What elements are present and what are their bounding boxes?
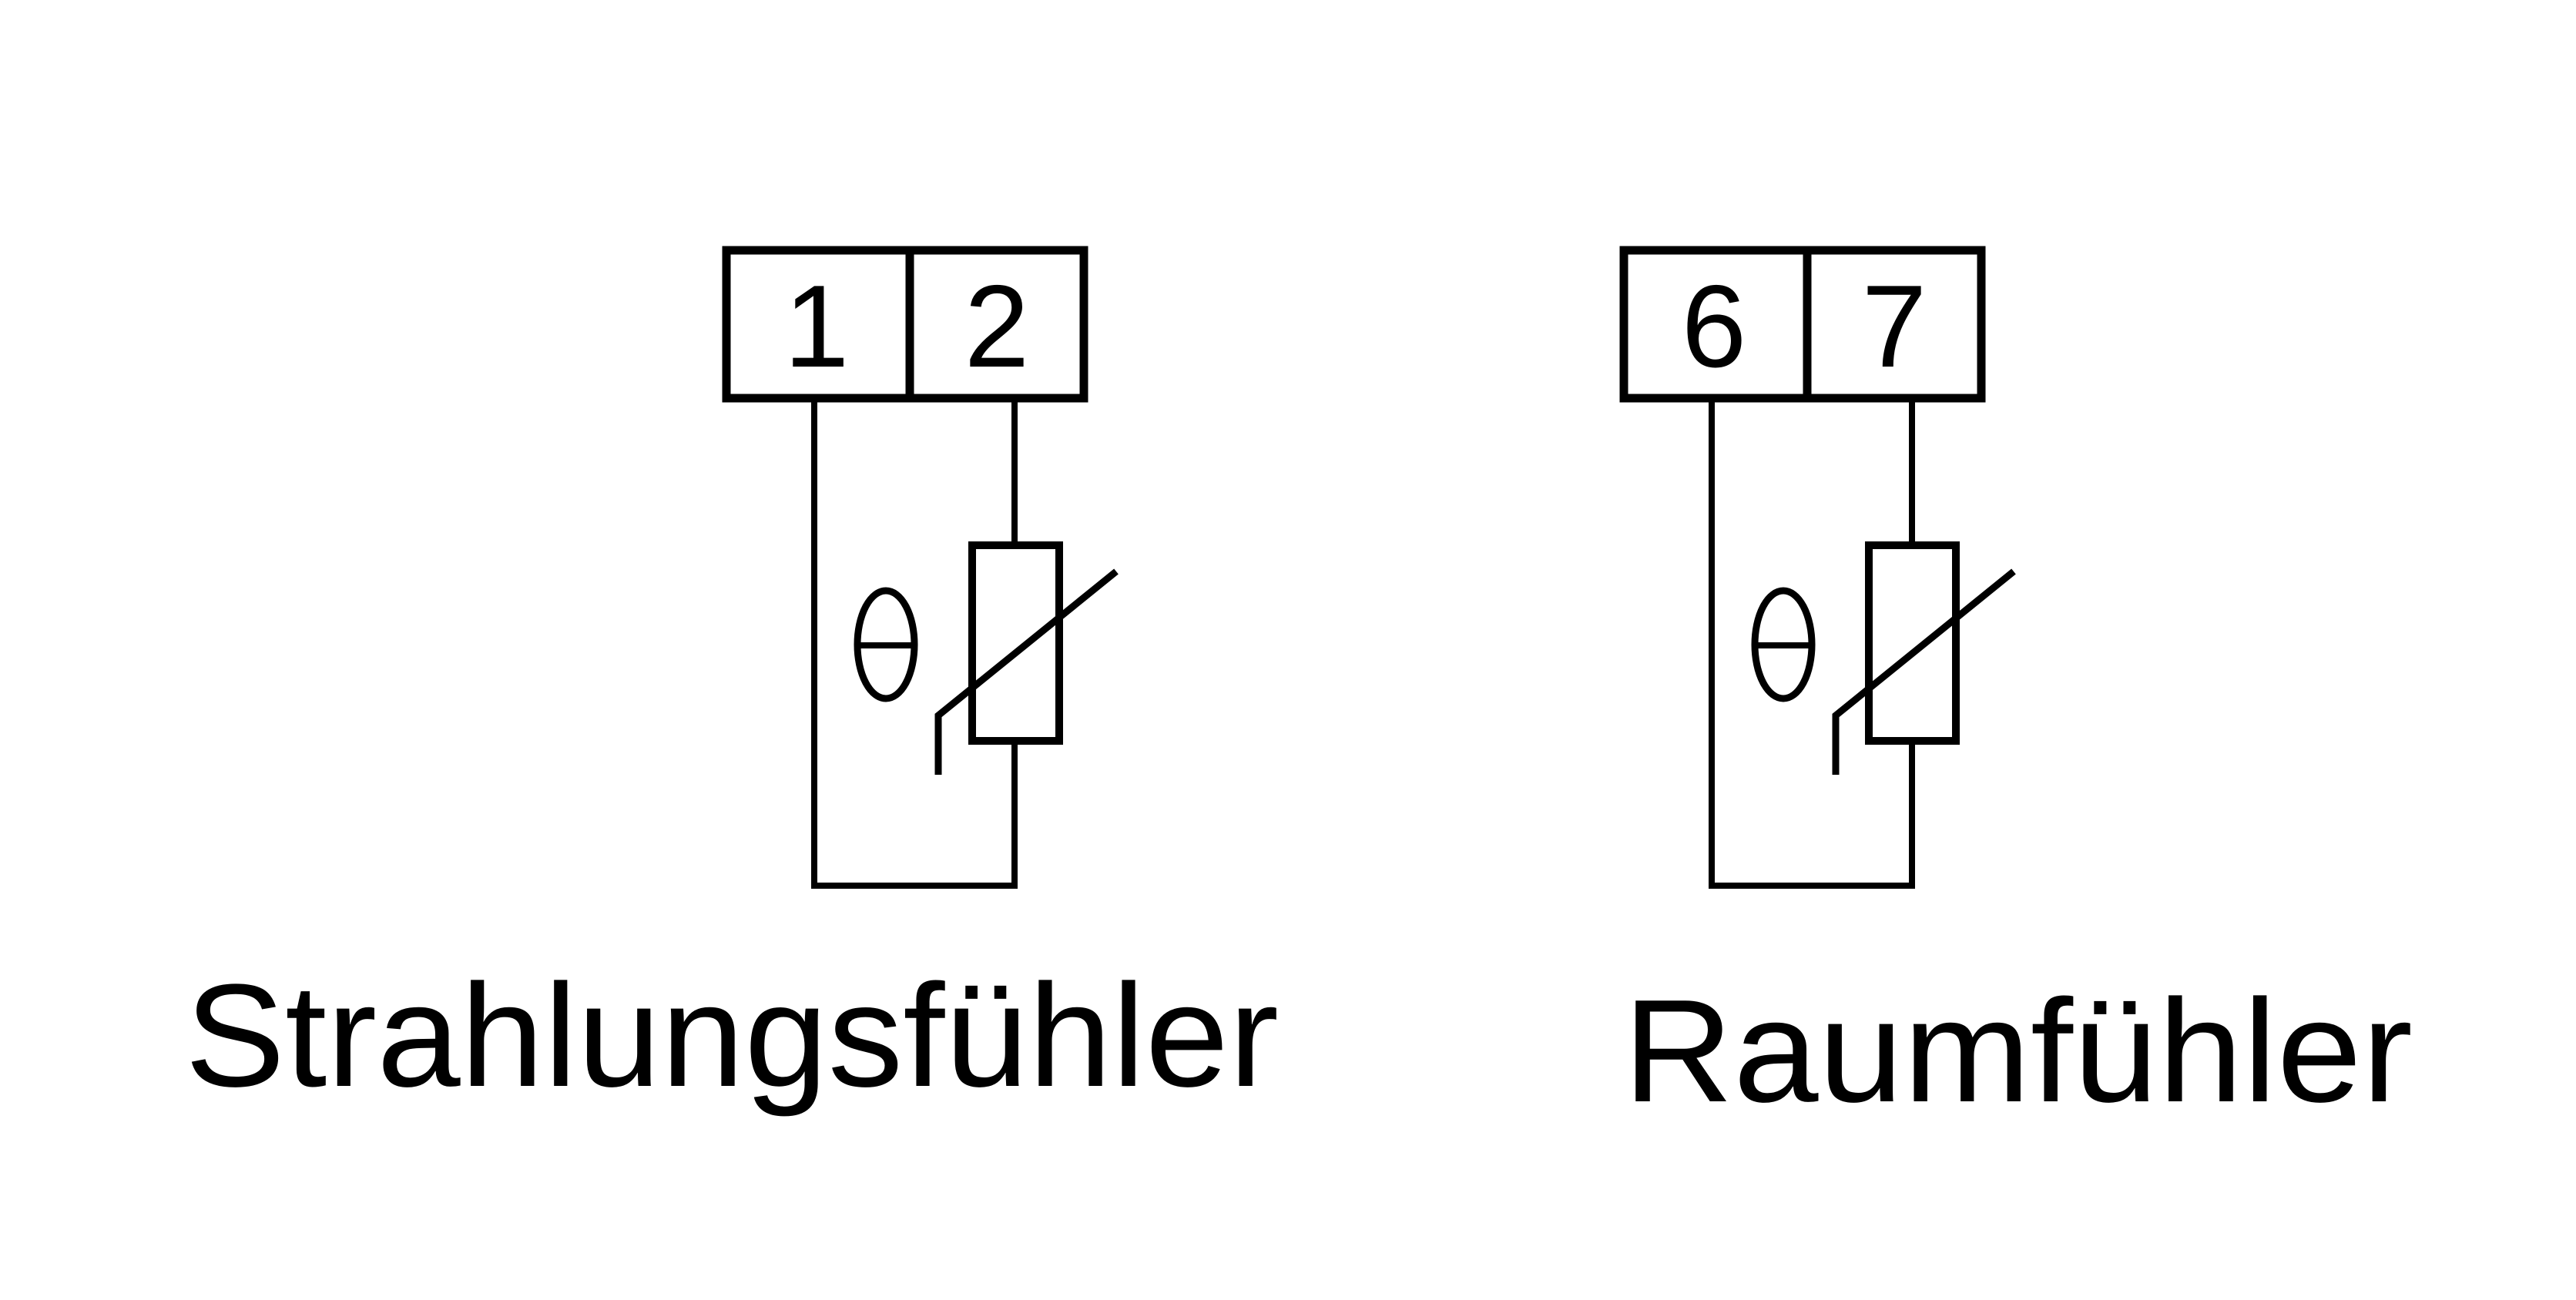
theta-icon xyxy=(854,587,918,702)
strahlungsfuehler-circuit: 1 2 Strahlungsfühler xyxy=(185,246,1279,1117)
thermistor-body xyxy=(968,541,1063,745)
thermistor-symbol xyxy=(1832,541,2016,775)
sensor-wire-loop xyxy=(811,398,1018,889)
sensor-label: Strahlungsfühler xyxy=(185,954,1279,1117)
theta-icon xyxy=(1751,587,1816,702)
terminal-block xyxy=(1619,246,1986,403)
terminal-number-1: 1 xyxy=(784,261,850,392)
thermistor-diagonal-icon xyxy=(1832,568,2016,775)
terminal-block xyxy=(722,246,1088,403)
terminal-number-7: 7 xyxy=(1862,261,1927,392)
sensor-wire-loop xyxy=(1709,398,1915,889)
terminal-number-2: 2 xyxy=(964,261,1030,392)
thermistor-diagonal-icon xyxy=(934,568,1119,775)
raumfuehler-circuit: 6 7 Raumfühler xyxy=(1619,246,2413,1133)
thermistor-symbol xyxy=(934,541,1119,775)
terminal-number-6: 6 xyxy=(1682,261,1747,392)
thermistor-body xyxy=(1865,541,1960,745)
sensor-label: Raumfühler xyxy=(1623,970,2413,1133)
